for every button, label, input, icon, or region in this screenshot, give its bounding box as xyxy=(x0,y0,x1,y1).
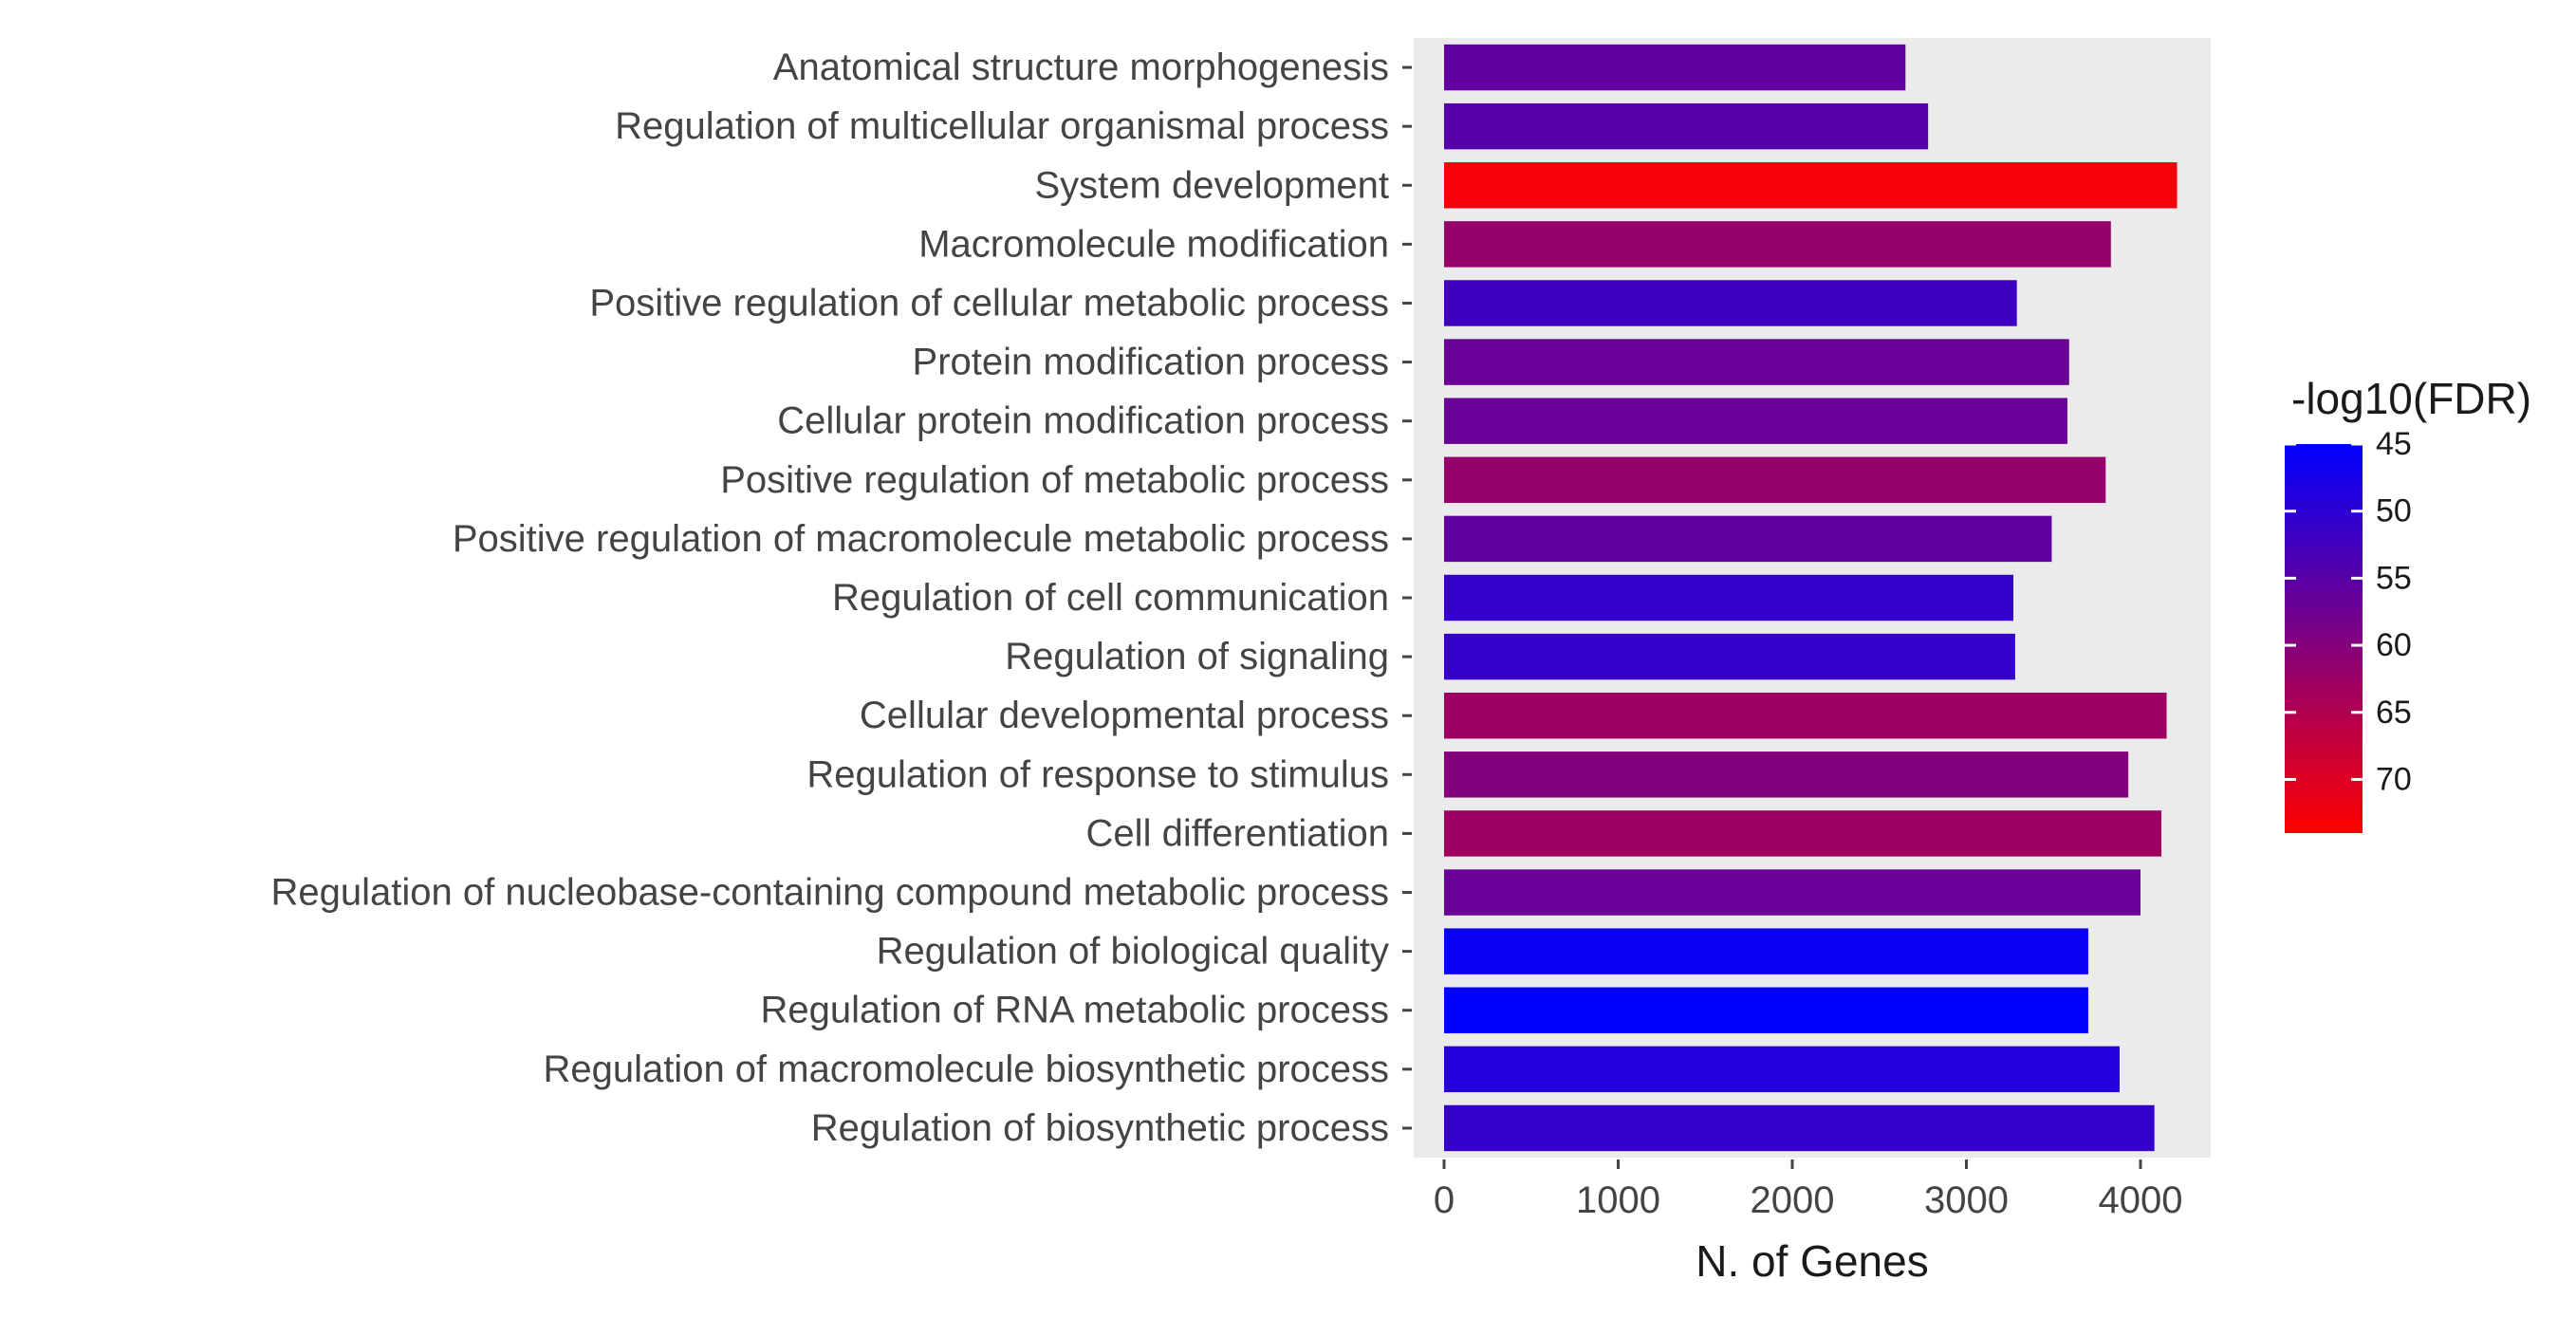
bars-layer xyxy=(1444,44,2178,1152)
bar xyxy=(1444,751,2129,798)
colorbar-legend: -log10(FDR) 45 50 55 60 65 70 xyxy=(2285,374,2531,833)
y-tick-label: Regulation of signaling xyxy=(1005,636,1389,677)
bar xyxy=(1444,987,2088,1033)
y-tick-label: Positive regulation of metabolic process xyxy=(720,459,1389,501)
y-tick-label: Cellular protein modification process xyxy=(777,400,1389,442)
colorbar-tick-label: 60 xyxy=(2376,627,2412,663)
y-tick-label: Positive regulation of cellular metaboli… xyxy=(589,282,1389,324)
y-tick-label: Cell differentiation xyxy=(1086,812,1389,854)
y-tick-label: Regulation of cell communication xyxy=(832,577,1389,619)
bar xyxy=(1444,162,2178,209)
bar xyxy=(1444,456,2106,504)
bar xyxy=(1444,44,1906,91)
x-tick-label: 1000 xyxy=(1576,1179,1660,1221)
bar xyxy=(1444,221,2111,268)
colorbar-tick-label: 50 xyxy=(2376,493,2412,529)
x-axis-title: N. of Genes xyxy=(1696,1236,1928,1286)
bar xyxy=(1444,810,2162,857)
y-tick-label: Regulation of multicellular organismal p… xyxy=(615,105,1389,147)
bar xyxy=(1444,1046,2120,1093)
bar xyxy=(1444,280,2017,326)
y-tick-label: System development xyxy=(1034,164,1389,206)
y-tick-label: Positive regulation of macromolecule met… xyxy=(453,518,1389,560)
bar xyxy=(1444,928,2088,974)
bar xyxy=(1444,102,1929,150)
x-tick-label: 4000 xyxy=(2099,1179,2183,1221)
colorbar-tick-label: 45 xyxy=(2376,426,2412,462)
y-tick-label: Anatomical structure morphogenesis xyxy=(773,46,1389,88)
bar xyxy=(1444,692,2167,739)
colorbar-ticks: 45 50 55 60 65 70 xyxy=(2285,426,2412,797)
y-tick-label: Regulation of nucleobase-containing comp… xyxy=(270,872,1389,914)
y-tick-label: Protein modification process xyxy=(913,342,1389,383)
y-tick-label: Regulation of biosynthetic process xyxy=(811,1107,1389,1149)
colorbar-gradient xyxy=(2285,444,2363,833)
colorbar-tick-label: 70 xyxy=(2376,761,2412,797)
y-tick-label: Regulation of biological quality xyxy=(877,931,1389,973)
colorbar-title: -log10(FDR) xyxy=(2291,374,2531,423)
colorbar-tick-label: 55 xyxy=(2376,560,2412,596)
bar xyxy=(1444,869,2140,916)
colorbar-tick-label: 65 xyxy=(2376,695,2412,731)
bar xyxy=(1444,398,2067,444)
bar xyxy=(1444,1104,2155,1152)
bar xyxy=(1444,574,2014,621)
y-tick-label: Macromolecule modification xyxy=(918,223,1389,265)
y-tick-label: Regulation of RNA metabolic process xyxy=(760,990,1389,1031)
bar xyxy=(1444,633,2015,680)
x-tick-label: 2000 xyxy=(1751,1179,1835,1221)
y-tick-label: Cellular developmental process xyxy=(860,695,1389,736)
y-axis-labels: Anatomical structure morphogenesisRegula… xyxy=(270,46,1412,1149)
y-tick-label: Regulation of macromolecule biosynthetic… xyxy=(543,1048,1389,1090)
bar xyxy=(1444,339,2069,385)
y-tick-label: Regulation of response to stimulus xyxy=(806,753,1389,795)
x-tick-label: 3000 xyxy=(1924,1179,2009,1221)
x-tick-label: 0 xyxy=(1434,1179,1455,1221)
x-axis: 0 1000 2000 3000 4000 xyxy=(1434,1159,2183,1221)
bar xyxy=(1444,515,2052,563)
